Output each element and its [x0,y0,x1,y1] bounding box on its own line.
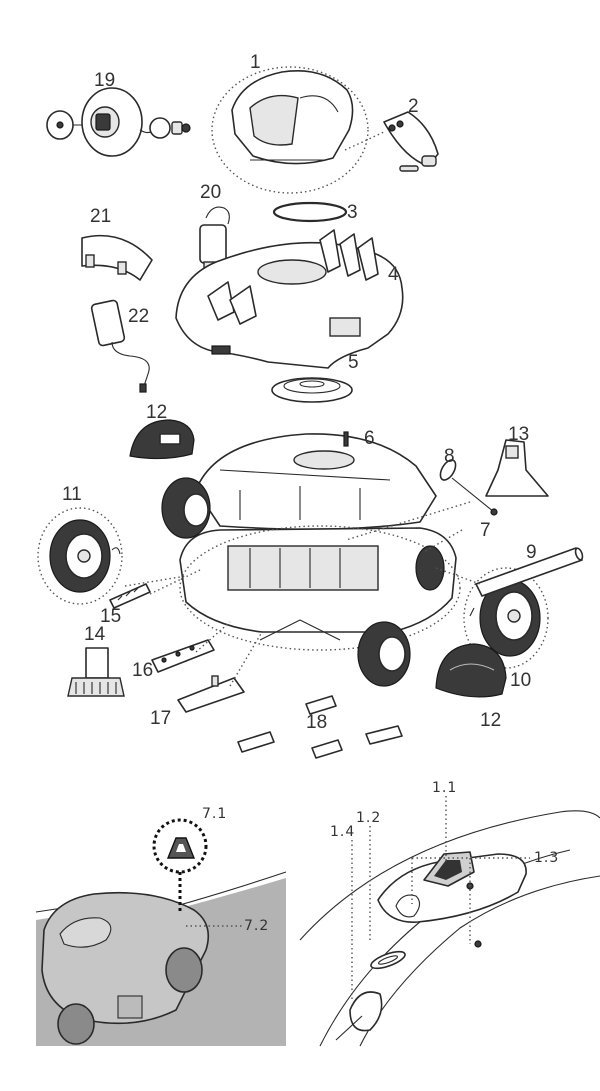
callout-19: 19 [94,70,115,91]
callout-20: 20 [200,182,221,203]
detail-cover-closeup: 1.1 1.2 1.3 1.4 [299,780,600,1047]
callout-6: 6 [364,428,375,449]
part-4-top-shell [175,229,404,369]
callout-3: 3 [347,202,358,223]
part-8-pin [439,459,498,516]
callout-1: 1 [250,52,261,73]
callout-21: 21 [90,206,111,227]
part-10-wheel [463,567,549,669]
part-14-brush [67,647,125,697]
callout-14: 14 [84,624,106,645]
part-15-side-part [109,583,151,609]
part-22-power-supply [90,299,150,393]
part-17-scraper [177,675,245,713]
wheel-front [357,621,411,687]
callout-12-upper: 12 [146,402,167,423]
detail-robot-in-water: 7.1 7.2 [35,806,287,1046]
detail-callout-1-1: 1.1 [432,780,457,796]
part-3-o-ring [272,201,348,223]
part-16-holder [151,639,215,673]
callout-18: 18 [306,712,327,733]
callout-12-lower: 12 [480,710,501,731]
detail-callout-1-4: 1.4 [330,824,355,840]
callout-10: 10 [510,670,531,691]
part-12-wheel-cover-lower [435,643,507,698]
detail-callout-1-3: 1.3 [534,850,559,866]
part-9-axle [475,547,584,597]
leader-lines [124,501,481,687]
part-12-wheel-cover-upper [129,419,195,460]
part-18-clips [237,695,403,759]
part-1-filter-cover [211,66,369,194]
callout-4: 4 [388,264,399,285]
callout-8: 8 [444,446,455,467]
callout-15: 15 [100,606,121,627]
callout-17: 17 [150,708,171,729]
detail-callout-7-1: 7.1 [202,806,227,822]
callout-5: 5 [348,352,359,373]
callout-labels: 1 2 3 4 5 6 7 8 9 10 11 12 12 13 14 15 1… [62,52,537,733]
part-6-body [195,431,437,530]
part-5-brush-roll [271,377,353,403]
callout-11: 11 [62,484,82,505]
callout-16: 16 [132,660,153,681]
callout-13: 13 [508,424,529,445]
part-21-handle [81,234,153,281]
callout-9: 9 [526,542,537,563]
detail-callout-1-2: 1.2 [356,810,381,826]
part-2-clips [344,111,439,172]
wheel-right [415,545,445,591]
part-13-bracket [485,439,549,497]
wheel-rear [161,477,211,539]
part-7-chassis [179,525,461,651]
callout-22: 22 [128,306,149,327]
callout-7: 7 [480,520,491,541]
part-19-swivel [46,87,191,157]
part-11-wheel [37,507,123,605]
callout-2: 2 [408,96,419,117]
detail-callout-7-2: 7.2 [244,918,269,934]
